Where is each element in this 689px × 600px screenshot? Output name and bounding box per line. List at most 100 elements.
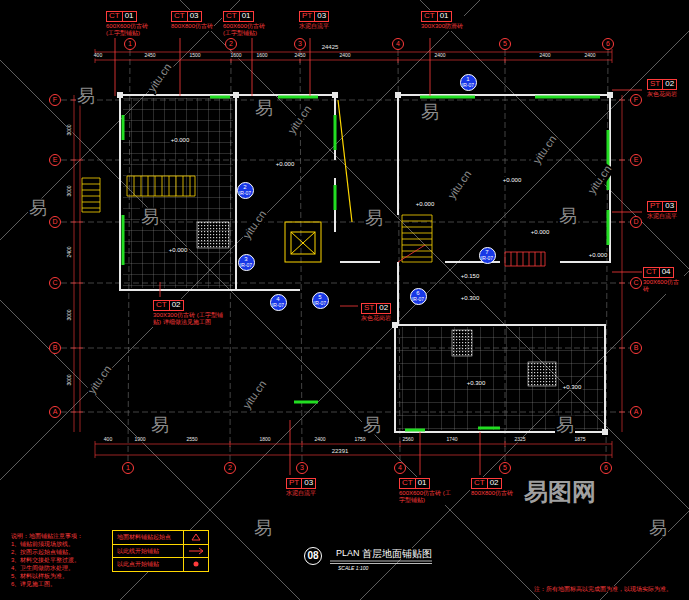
tag-box: CT02 bbox=[153, 300, 184, 311]
axis-line bbox=[61, 283, 630, 284]
bubble-label: F bbox=[634, 96, 638, 103]
legend-table: 地面材料铺贴起始点以此线开始铺贴以此点开始铺贴 bbox=[112, 530, 209, 572]
bubble-label: C bbox=[52, 279, 57, 286]
note-text: 5、材料以样板为准。 bbox=[10, 573, 69, 579]
legend-row: 以此线开始铺贴 bbox=[113, 544, 208, 558]
columns bbox=[117, 92, 613, 435]
start-dot-symbol bbox=[194, 562, 199, 567]
watermark-logo: 易图网 bbox=[523, 479, 597, 504]
floor-tiles bbox=[123, 98, 233, 288]
material-code: PT bbox=[287, 479, 301, 488]
dimension-value: 1600 bbox=[229, 53, 242, 58]
grid-bubble: B bbox=[49, 342, 61, 354]
dimension-value: 2450 bbox=[143, 53, 156, 58]
sheet-number: IR-07 bbox=[481, 256, 493, 261]
axis-line bbox=[230, 50, 231, 462]
watermark: 易 bbox=[140, 208, 160, 227]
dimension-value: 1875 bbox=[573, 437, 586, 442]
section-mark: 6IR-07 bbox=[410, 288, 427, 305]
material-code: CT bbox=[107, 12, 122, 21]
material-number: 01 bbox=[122, 12, 136, 21]
material-number: 02 bbox=[487, 479, 501, 488]
dimension-value: 1800 bbox=[258, 437, 271, 442]
dimension-value: 2560 bbox=[401, 437, 414, 442]
start-line-symbol bbox=[189, 550, 202, 551]
section-mark: 2IR-07 bbox=[237, 182, 254, 199]
material-number: 03 bbox=[301, 479, 315, 488]
bubble-label: D bbox=[633, 218, 638, 225]
section-mark: 3IR-07 bbox=[238, 254, 255, 271]
section-mark: 7IR-07 bbox=[479, 247, 496, 264]
dimension-value: 2400 bbox=[538, 53, 551, 58]
tag-box: CT01 bbox=[106, 11, 137, 22]
grid-bubble: B bbox=[630, 342, 642, 354]
hatch bbox=[452, 330, 472, 356]
note-text: 注：所有地面标高以完成面为准，以现场实际为准。 bbox=[533, 586, 673, 592]
watermark: 易 bbox=[555, 416, 575, 435]
sheet-number: IR-07 bbox=[272, 303, 284, 308]
material-code: ST bbox=[362, 304, 376, 313]
tag-box: ST02 bbox=[361, 303, 391, 314]
watermark-line bbox=[0, 271, 689, 600]
material-number: 02 bbox=[376, 304, 390, 313]
material-tag: CT04300X600仿古砖 bbox=[642, 266, 684, 294]
sheet-number: IR-07 bbox=[412, 297, 424, 302]
bubble-label: B bbox=[634, 344, 639, 351]
material-description: 800X800仿古砖 bbox=[171, 23, 213, 30]
sheet-number: IR-07 bbox=[462, 83, 474, 88]
bubble-label: 3 bbox=[298, 40, 302, 47]
watermark: yitu.cn bbox=[446, 168, 475, 202]
bubble-label: B bbox=[53, 344, 58, 351]
elevator-car bbox=[291, 232, 315, 254]
tag-box: CT02 bbox=[471, 478, 502, 489]
column bbox=[607, 92, 613, 98]
total-dimension: 24425 bbox=[321, 44, 340, 50]
bubble-label: E bbox=[53, 156, 58, 163]
material-code: CT bbox=[154, 301, 169, 310]
material-code: CT bbox=[472, 479, 487, 488]
tag-box: CT01 bbox=[421, 11, 452, 22]
section-mark: 1IR-07 bbox=[460, 74, 477, 91]
material-number: 01 bbox=[437, 12, 451, 21]
legend-row: 以此点开始铺贴 bbox=[113, 557, 208, 571]
watermark: yitu.cn bbox=[241, 208, 270, 242]
note-text: 6、详见施工图。 bbox=[10, 581, 57, 587]
watermark: yitu.cn bbox=[146, 61, 175, 95]
tag-box: PT03 bbox=[286, 478, 316, 489]
bubble-label: 2 bbox=[229, 40, 233, 47]
floor-elevation: +0.300 bbox=[562, 384, 583, 390]
dimension-value: 3000 bbox=[67, 123, 72, 136]
tag-box: PT03 bbox=[299, 11, 329, 22]
note-text: 2、按图示起始点铺贴。 bbox=[10, 549, 75, 555]
leader-lines bbox=[115, 38, 642, 475]
sheet-number: IR-07 bbox=[240, 263, 252, 268]
bubble-label: F bbox=[53, 96, 57, 103]
dimension-value: 2450 bbox=[293, 53, 306, 58]
axis-line bbox=[61, 412, 630, 413]
yellow-line bbox=[338, 100, 352, 222]
material-description: 水泥自流平 bbox=[647, 213, 677, 220]
dimension-value: 2400 bbox=[433, 53, 446, 58]
floor-elevation: +0.000 bbox=[168, 247, 189, 253]
watermark: 易 bbox=[253, 519, 273, 538]
floor-elevation: +0.000 bbox=[415, 201, 436, 207]
scale-label: SCALE 1:100 bbox=[337, 566, 369, 571]
material-description: 灰色花岗岩 bbox=[647, 91, 677, 98]
legend-text: 以此点开始铺贴 bbox=[113, 558, 183, 571]
material-code: ST bbox=[648, 80, 662, 89]
material-code: PT bbox=[300, 12, 314, 21]
dimension-value: 2400 bbox=[313, 437, 326, 442]
drawing-title: 首层地面铺贴图 bbox=[362, 548, 432, 559]
floor-elevation: +0.000 bbox=[170, 137, 191, 143]
material-tag: CT02800X800仿古砖 bbox=[470, 477, 514, 498]
material-description: 800X800仿古砖 bbox=[471, 490, 513, 497]
axis-lines bbox=[61, 50, 630, 462]
watermark: 易 bbox=[648, 519, 668, 538]
section-mark: 5IR-07 bbox=[312, 292, 329, 309]
grid-bubble: 5 bbox=[499, 462, 511, 474]
material-description: 600X600仿古砖 (工字型铺贴) bbox=[106, 23, 154, 37]
bubble-label: 2 bbox=[228, 464, 232, 471]
section-mark: 4IR-07 bbox=[270, 294, 287, 311]
dimension-value: 1900 bbox=[133, 437, 146, 442]
